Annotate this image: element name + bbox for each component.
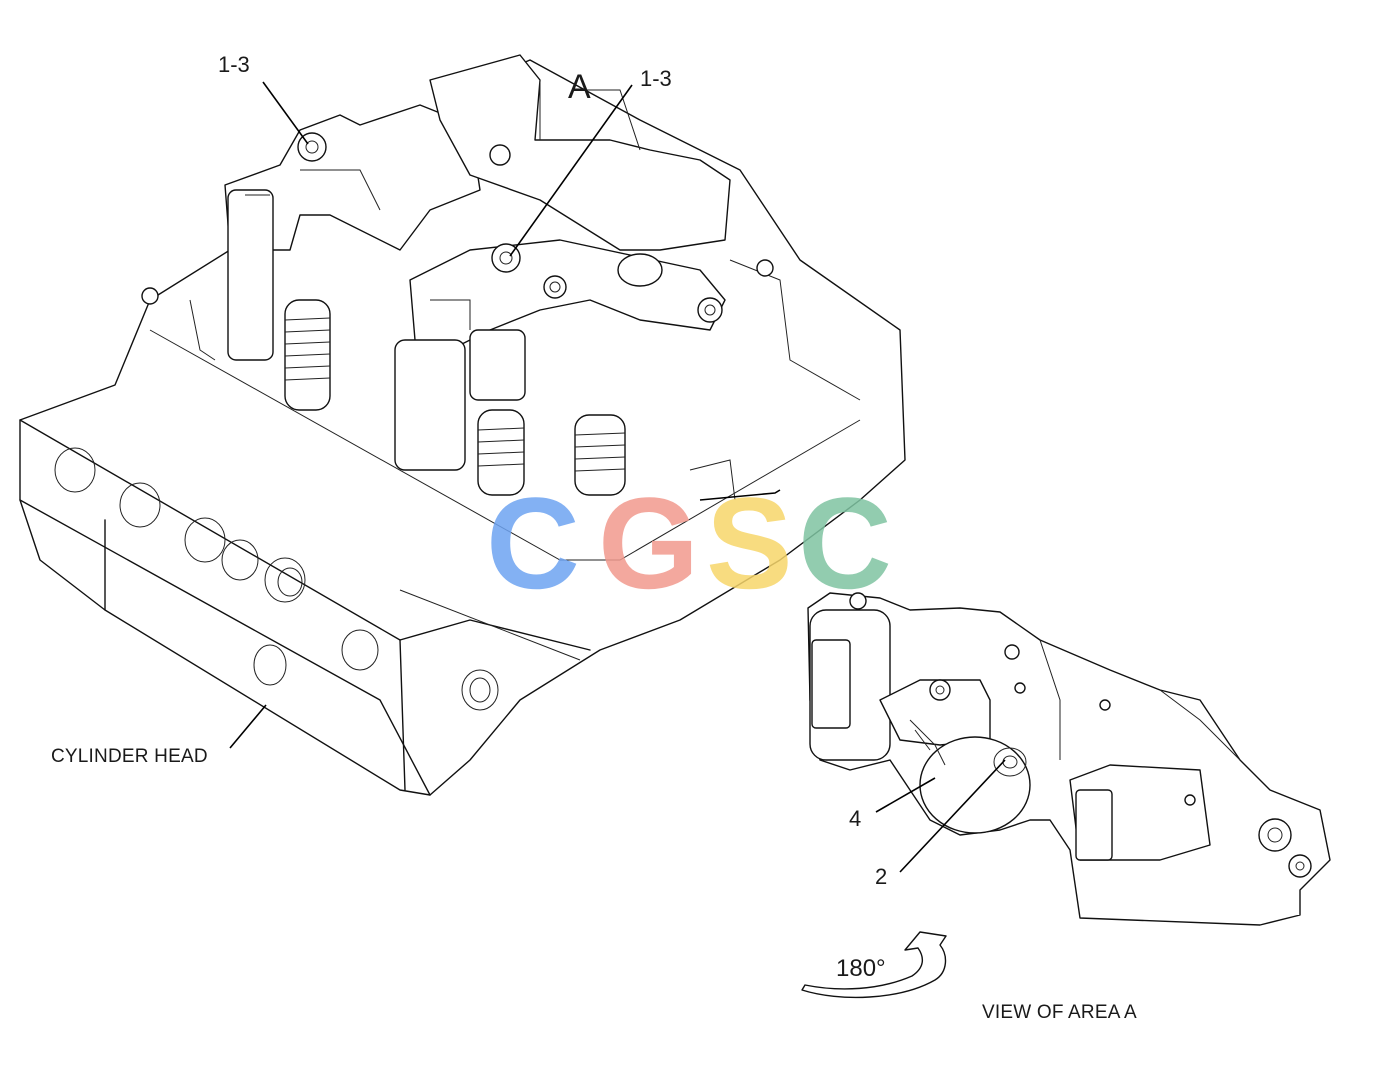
callout-4: 4 — [849, 806, 862, 831]
leader-lines — [229, 81, 1006, 873]
callout-1-3-right: 1-3 — [640, 66, 672, 91]
rotation-arrow-icon — [801, 931, 947, 999]
view-caption: VIEW OF AREA A — [982, 1002, 1137, 1023]
detail-view-assembly — [807, 592, 1331, 926]
watermark-letter-1: C — [486, 470, 580, 616]
valve-springs — [284, 299, 626, 496]
view-letter-a: A — [568, 68, 591, 106]
cylinder-head-label: CYLINDER HEAD — [51, 746, 208, 767]
rocker-arm-assembly — [141, 54, 774, 471]
watermark-letter-3: S — [706, 470, 793, 616]
watermark-letter-2: G — [598, 470, 700, 616]
callout-2: 2 — [875, 864, 888, 889]
callout-1-3-left: 1-3 — [218, 52, 250, 77]
watermark-letter-4: C — [798, 470, 892, 616]
rotation-label: 180° — [836, 955, 886, 982]
